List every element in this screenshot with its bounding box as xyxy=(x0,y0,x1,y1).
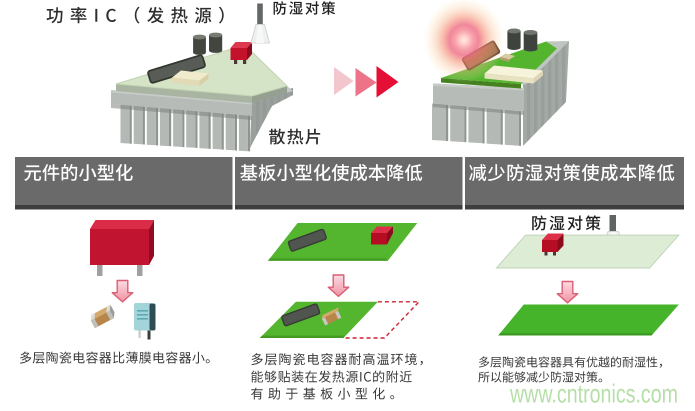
svg-text:www.cntronics.com: www.cntronics.com xyxy=(509,379,678,409)
